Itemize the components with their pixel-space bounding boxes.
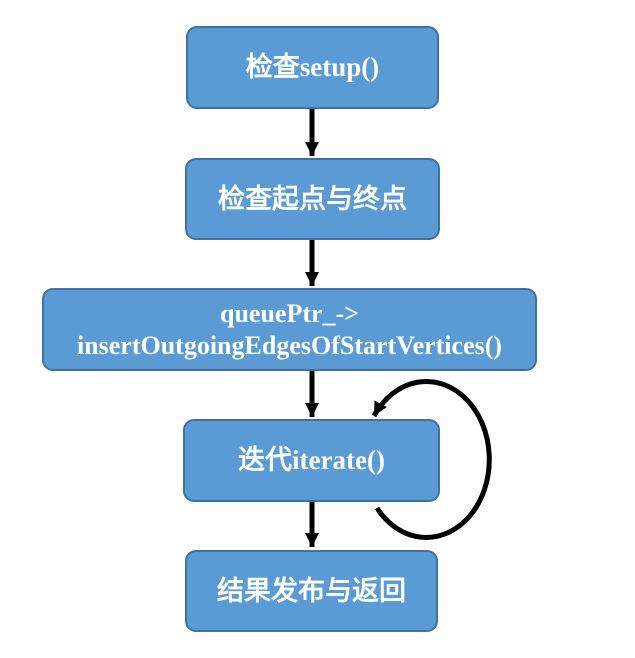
flow-node-insert-outgoing-edges: queuePtr_-> insertOutgoingEdgesOfStartVe… [42, 288, 537, 371]
flow-node-label: queuePtr_-> insertOutgoingEdgesOfStartVe… [76, 298, 503, 360]
flow-node-label: 迭代iterate() [238, 445, 385, 476]
flow-node-result: 结果发布与返回 [185, 550, 438, 632]
flow-node-label: 结果发布与返回 [217, 575, 406, 606]
flow-node-check-endpoints: 检查起点与终点 [185, 158, 440, 240]
flow-node-label: 检查起点与终点 [218, 183, 407, 214]
flow-node-label: 检查setup() [245, 52, 380, 83]
flow-node-check-setup: 检查setup() [186, 26, 439, 109]
flow-node-iterate: 迭代iterate() [183, 419, 440, 502]
